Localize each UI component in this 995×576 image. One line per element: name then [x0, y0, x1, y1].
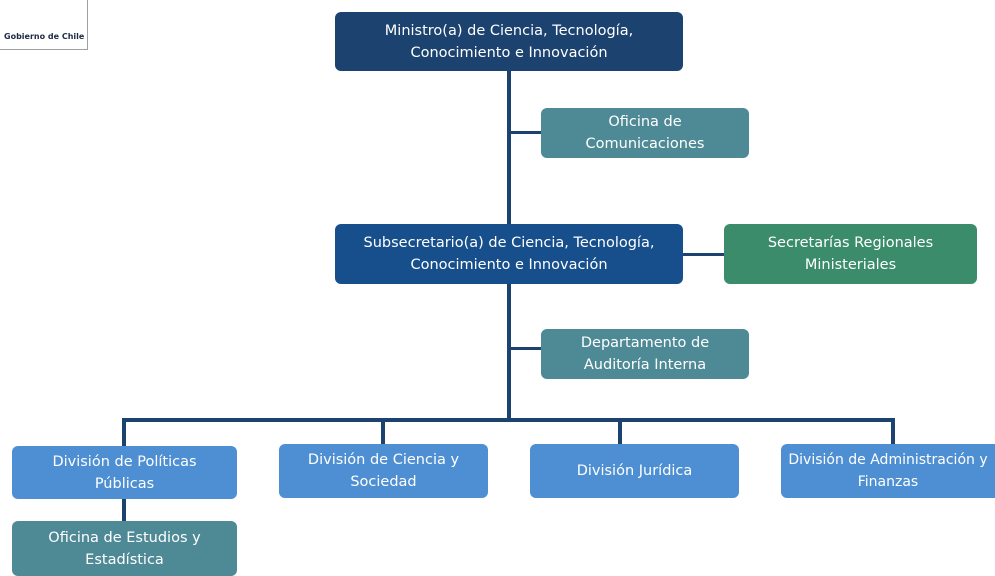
logo-text: Gobierno de Chile [4, 32, 85, 41]
division-4-connector [891, 418, 895, 446]
regional-secretariats-label: Secretarías Regionales Ministeriales [767, 235, 934, 273]
division-public-policy-label: División de Políticas Públicas [52, 453, 197, 492]
division-science-society-label: División de Ciencia y Sociedad [307, 452, 460, 490]
undersecretary-label: Subsecretario(a) de Ciencia, Tecnología,… [363, 235, 655, 273]
gobierno-de-chile-logo: Gobierno de Chile [0, 0, 88, 50]
division-legal-box: División Jurídica [530, 444, 739, 498]
regional-secretariats-box: Secretarías Regionales Ministeriales [724, 224, 977, 284]
regional-connector [682, 253, 725, 256]
division-legal-label: División Jurídica [576, 463, 693, 479]
communications-office-label: Oficina de Comunicaciones [585, 114, 705, 152]
communications-office-box: Oficina de Comunicaciones [541, 108, 749, 158]
division-1-connector [122, 418, 126, 447]
internal-audit-label: Departamento de Auditoría Interna [580, 335, 710, 373]
division-admin-finance-label: División de Administración y Finanzas [788, 452, 988, 490]
division-public-policy-box: División de Políticas Públicas [12, 446, 237, 499]
communications-connector [509, 131, 542, 134]
studies-office-box: Oficina de Estudios y Estadística [12, 521, 237, 576]
division-admin-finance-box: División de Administración y Finanzas [781, 444, 995, 498]
studies-connector [122, 498, 126, 523]
audit-connector [509, 347, 542, 350]
division-3-connector [618, 418, 622, 446]
divisions-horizontal-connector [122, 418, 895, 422]
division-science-society-box: División de Ciencia y Sociedad [279, 444, 488, 498]
studies-office-label: Oficina de Estudios y Estadística [48, 529, 201, 568]
minister-label: Ministro(a) de Ciencia, Tecnología, Cono… [384, 22, 634, 61]
internal-audit-box: Departamento de Auditoría Interna [541, 329, 749, 379]
division-2-connector [381, 418, 385, 446]
undersecretary-box: Subsecretario(a) de Ciencia, Tecnología,… [335, 224, 683, 284]
minister-box: Ministro(a) de Ciencia, Tecnología, Cono… [335, 12, 683, 71]
